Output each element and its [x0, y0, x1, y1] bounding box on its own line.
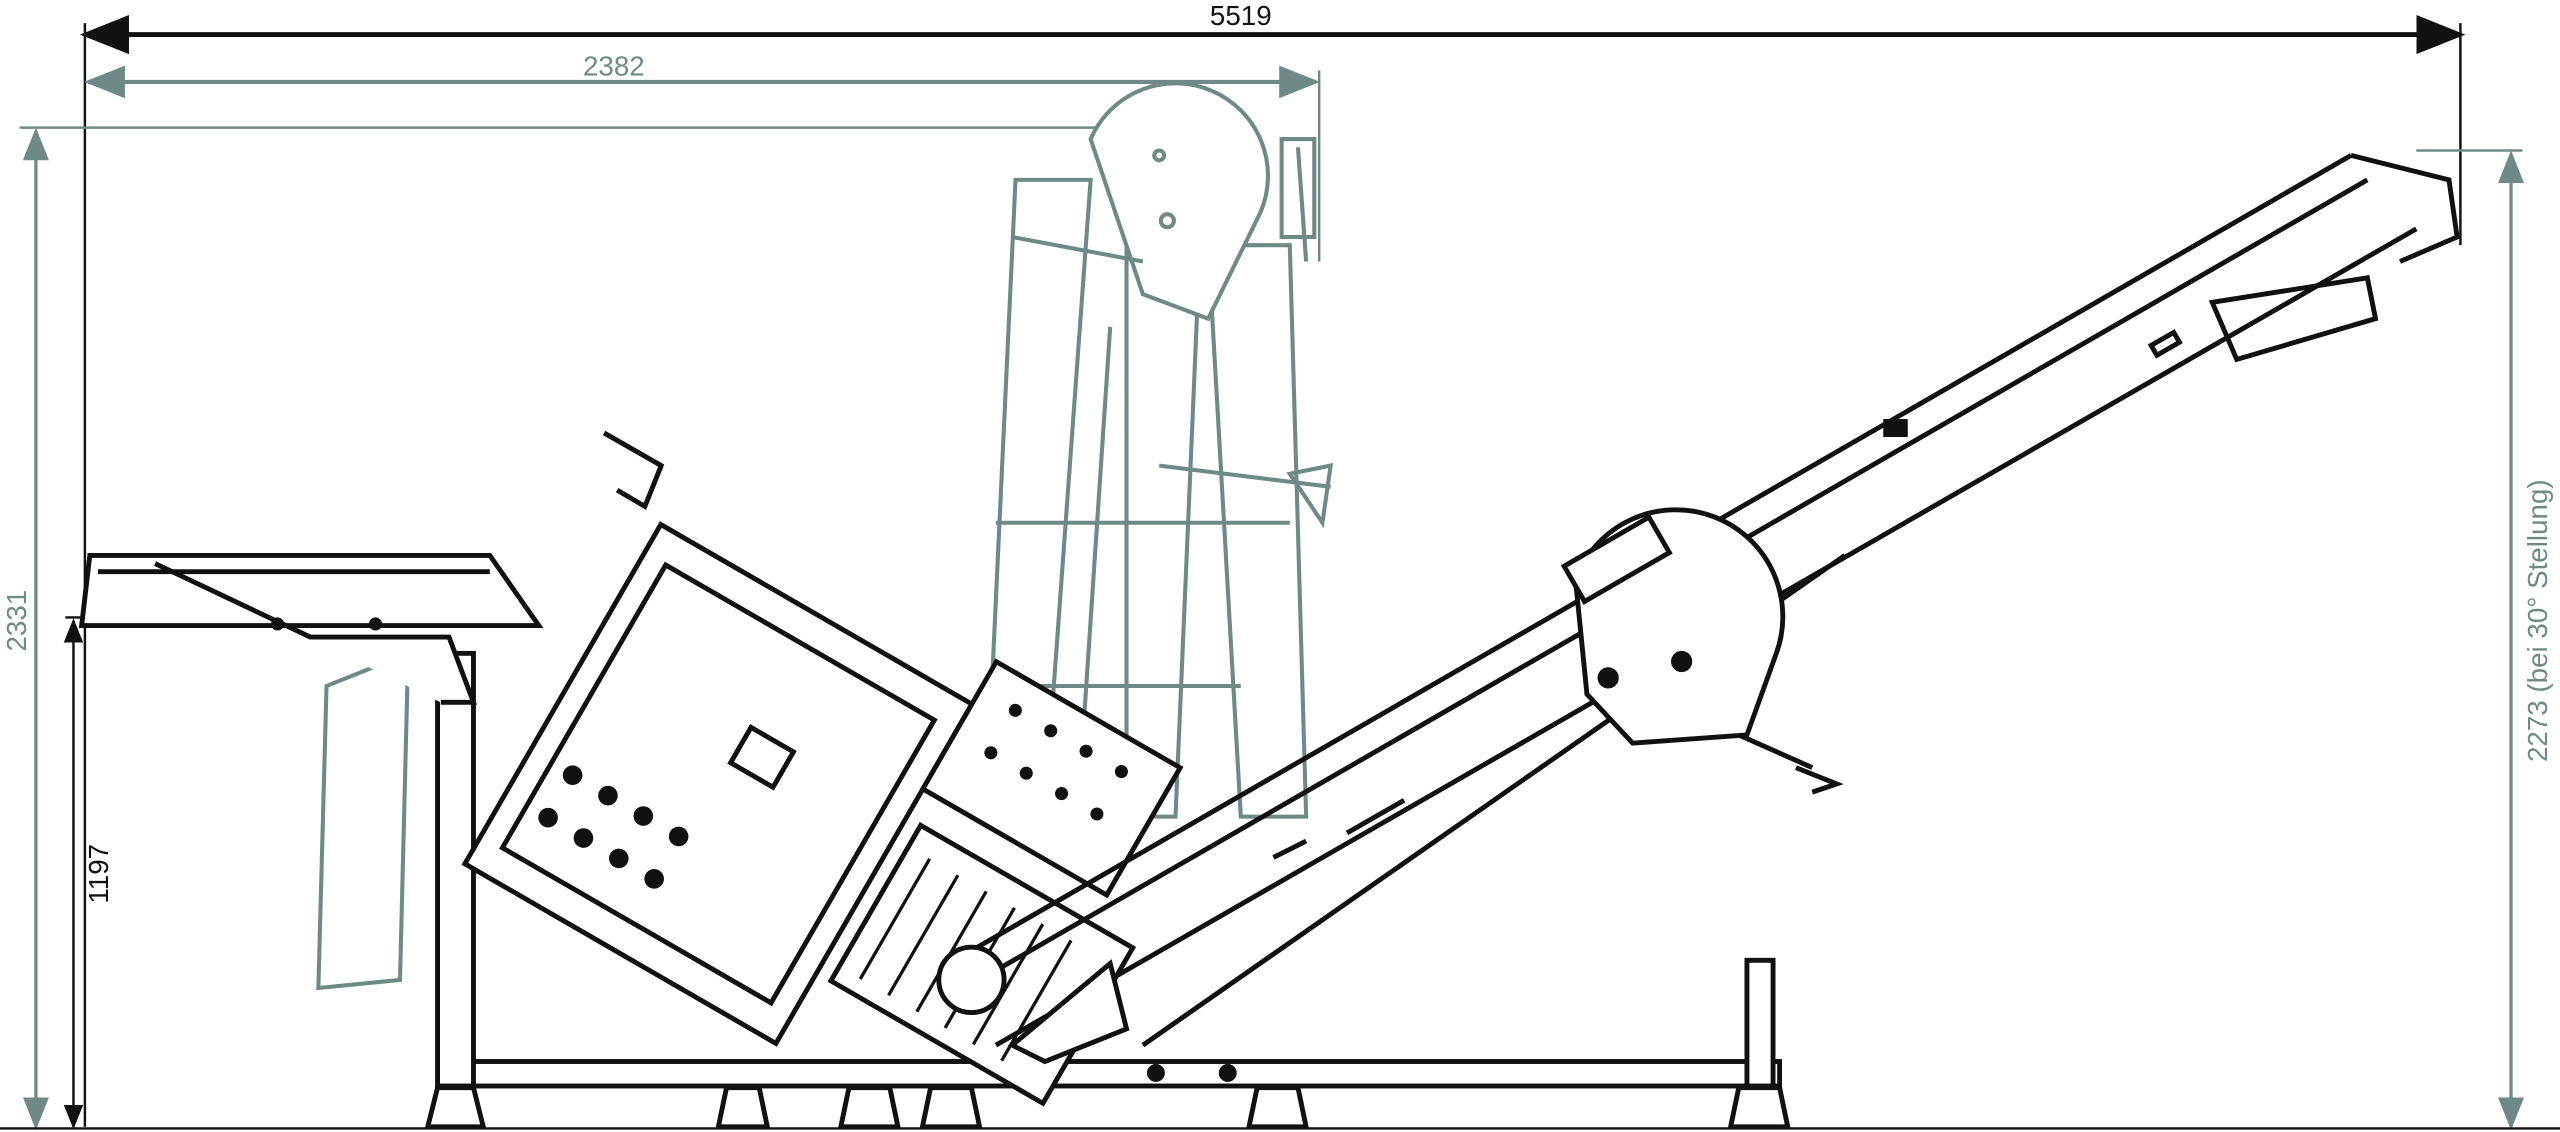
mast-raised-position — [316, 81, 1334, 991]
splitter-top-bracket — [602, 430, 665, 510]
dimension-overall-length: 5519 — [80, 0, 2466, 1127]
dim-label-table-height: 1197 — [83, 844, 114, 904]
dim-label-mast-width: 2382 — [583, 50, 645, 81]
dimension-conveyor-height: 2273 (bei 30° Stellung) — [2416, 149, 2553, 1131]
dim-label-conveyor-height: 2273 (bei 30° Stellung) — [2522, 479, 2553, 762]
dimension-table-height: 1197 — [63, 616, 147, 1130]
dim-label-length: 5519 — [1210, 0, 1272, 31]
discharge-conveyor — [936, 153, 2460, 1065]
dimension-mast-width: 2382 — [84, 50, 1321, 262]
infeed-table — [78, 552, 544, 705]
dim-label-height: 2331 — [1, 590, 32, 652]
dimension-overall-height: 2331 — [1, 126, 1228, 1131]
splitter-housing — [461, 521, 1184, 1107]
